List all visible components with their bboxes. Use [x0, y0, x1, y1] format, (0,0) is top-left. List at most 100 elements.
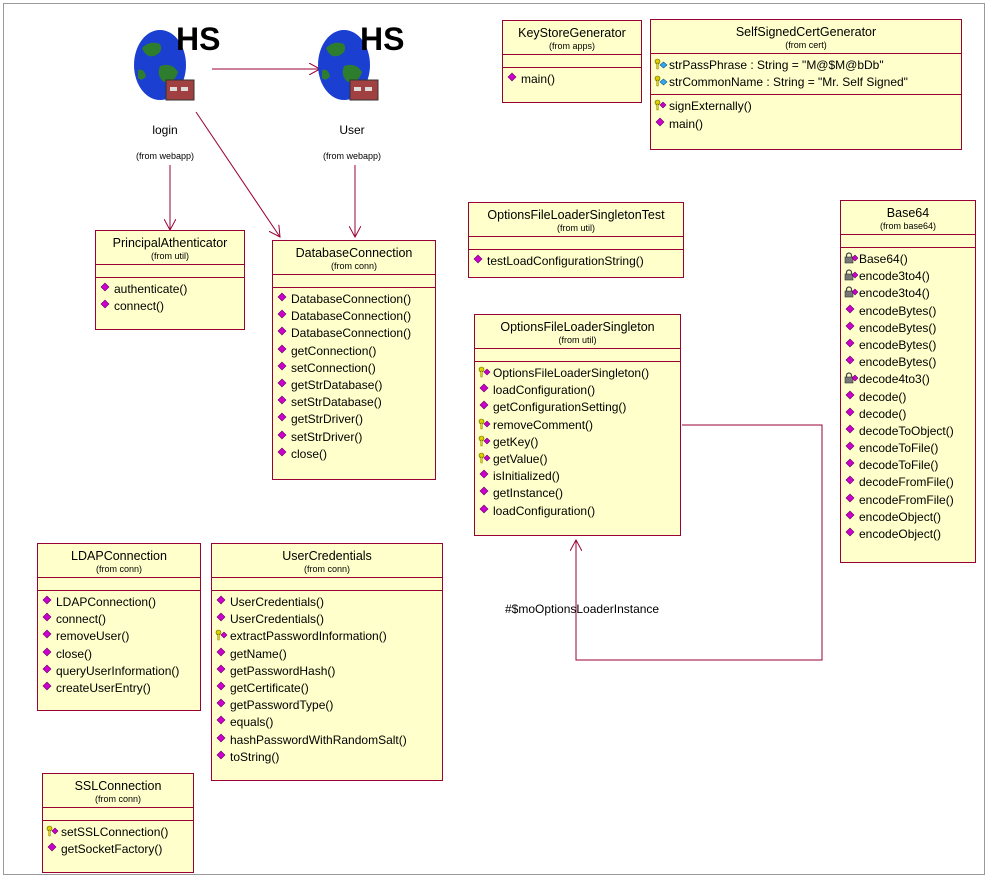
class-ldapconnection[interactable]: LDAPConnection(from conn)LDAPConnection(… [37, 543, 201, 711]
operation-row[interactable]: connect() [40, 611, 198, 628]
operation-row[interactable]: main() [505, 71, 639, 88]
operation-row[interactable]: encodeBytes() [843, 303, 973, 320]
operation-row[interactable]: getConnection() [275, 343, 433, 360]
operation-row[interactable]: testLoadConfigurationString() [471, 253, 681, 270]
operation-row[interactable]: setStrDatabase() [275, 394, 433, 411]
operation-row[interactable]: close() [40, 646, 198, 663]
operation-row[interactable]: getConfigurationSetting() [477, 399, 678, 416]
operation-compartment: Base64()encode3to4()encode3to4()encodeBy… [841, 248, 975, 546]
class-selfsignedcertgenerator[interactable]: SelfSignedCertGenerator(from cert)strPas… [650, 19, 962, 150]
operation-row[interactable]: toString() [214, 749, 440, 766]
operation-row[interactable]: setConnection() [275, 360, 433, 377]
class-base64[interactable]: Base64(from base64)Base64()encode3to4()e… [840, 200, 976, 563]
public-operation-icon [478, 383, 492, 395]
operation-row[interactable]: getCertificate() [214, 680, 440, 697]
hs-badge: HS [176, 21, 220, 57]
operation-text: getStrDatabase() [291, 377, 383, 392]
operation-row[interactable]: getStrDriver() [275, 411, 433, 428]
operation-text: queryUserInformation() [56, 663, 180, 678]
class-optionsfileloadersingletontest[interactable]: OptionsFileLoaderSingletonTest(from util… [468, 202, 684, 278]
operation-row[interactable]: decode() [843, 406, 973, 423]
operation-row[interactable]: extractPasswordInformation() [214, 628, 440, 645]
operation-row[interactable]: getKey() [477, 434, 678, 451]
operation-row[interactable]: DatabaseConnection() [275, 291, 433, 308]
actor-user-name: User [339, 123, 365, 137]
public-operation-icon [41, 647, 55, 659]
operation-row[interactable]: encodeObject() [843, 509, 973, 526]
operation-row[interactable]: equals() [214, 714, 440, 731]
class-sslconnection[interactable]: SSLConnection(from conn)setSSLConnection… [42, 773, 194, 873]
operation-row[interactable]: encodeBytes() [843, 354, 973, 371]
public-operation-icon [276, 361, 290, 373]
operation-row[interactable]: isInitialized() [477, 468, 678, 485]
operation-row[interactable]: UserCredentials() [214, 611, 440, 628]
operation-row[interactable]: createUserEntry() [40, 680, 198, 697]
operation-row[interactable]: getStrDatabase() [275, 377, 433, 394]
operation-row[interactable]: loadConfiguration() [477, 382, 678, 399]
operation-row[interactable]: setStrDriver() [275, 429, 433, 446]
operation-row[interactable]: setSSLConnection() [45, 824, 191, 841]
operation-row[interactable]: decode4to3() [843, 371, 973, 388]
operation-row[interactable]: getInstance() [477, 485, 678, 502]
operation-row[interactable]: getSocketFactory() [45, 841, 191, 858]
class-name: PrincipalAthenticator [112, 236, 228, 250]
operation-row[interactable]: getPasswordType() [214, 697, 440, 714]
operation-row[interactable]: removeUser() [40, 628, 198, 645]
class-usercredentials[interactable]: UserCredentials(from conn)UserCredential… [211, 543, 443, 781]
operation-row[interactable]: encodeObject() [843, 526, 973, 543]
public-operation-icon [215, 647, 229, 659]
actor-login[interactable]: HS login (from webapp) [120, 18, 230, 161]
class-package: (from conn) [303, 564, 350, 574]
operation-row[interactable]: encodeBytes() [843, 337, 973, 354]
operation-compartment: authenticate()connect() [96, 278, 244, 318]
operation-row[interactable]: LDAPConnection() [40, 594, 198, 611]
public-operation-icon [844, 527, 858, 539]
operation-row[interactable]: loadConfiguration() [477, 503, 678, 520]
operation-row[interactable]: close() [275, 446, 433, 463]
operation-row[interactable]: authenticate() [98, 281, 242, 298]
operation-row[interactable]: connect() [98, 298, 242, 315]
operation-text: testLoadConfigurationString() [487, 254, 644, 268]
operation-row[interactable]: queryUserInformation() [40, 663, 198, 680]
public-operation-icon [215, 612, 229, 624]
public-operation-icon [844, 475, 858, 487]
operation-row[interactable]: encode3to4() [843, 285, 973, 302]
class-principalathenticator[interactable]: PrincipalAthenticator(from util)authenti… [95, 230, 245, 330]
operation-row[interactable]: UserCredentials() [214, 594, 440, 611]
attribute-compartment [96, 265, 244, 278]
operation-row[interactable]: main() [653, 116, 959, 133]
operation-row[interactable]: signExternally() [653, 98, 959, 115]
operation-row[interactable]: encodeBytes() [843, 320, 973, 337]
operation-row[interactable]: OptionsFileLoaderSingleton() [477, 365, 678, 382]
class-optionsfileloadersingleton[interactable]: OptionsFileLoaderSingleton(from util)Opt… [474, 314, 681, 536]
class-name: Base64 [886, 206, 930, 220]
public-operation-icon [844, 390, 858, 402]
class-keystoregenerator[interactable]: KeyStoreGenerator(from apps)main() [502, 20, 642, 103]
operation-row[interactable]: decodeToObject() [843, 423, 973, 440]
operation-row[interactable]: getPasswordHash() [214, 663, 440, 680]
actor-login-name: login [152, 123, 178, 137]
public-operation-icon [276, 326, 290, 338]
operation-row[interactable]: encode3to4() [843, 268, 973, 285]
operation-row[interactable]: encodeFromFile() [843, 492, 973, 509]
operation-row[interactable]: removeComment() [477, 417, 678, 434]
operation-row[interactable]: hashPasswordWithRandomSalt() [214, 732, 440, 749]
operation-row[interactable]: DatabaseConnection() [275, 325, 433, 342]
operation-text: encodeBytes() [859, 303, 937, 318]
operation-row[interactable]: decodeToFile() [843, 457, 973, 474]
operation-row[interactable]: decode() [843, 389, 973, 406]
public-operation-icon [41, 612, 55, 624]
public-operation-icon [844, 338, 858, 350]
class-name: KeyStoreGenerator [518, 26, 626, 40]
operation-row[interactable]: getName() [214, 646, 440, 663]
class-databaseconnection[interactable]: DatabaseConnection(from conn)DatabaseCon… [272, 240, 436, 480]
actor-user[interactable]: HS User (from webapp) [304, 18, 414, 161]
operation-row[interactable]: getValue() [477, 451, 678, 468]
operation-row[interactable]: Base64() [843, 251, 973, 268]
operation-row[interactable]: DatabaseConnection() [275, 308, 433, 325]
attribute-row[interactable]: strCommonName : String = "Mr. Self Signe… [653, 74, 959, 91]
operation-row[interactable]: decodeFromFile() [843, 474, 973, 491]
public-operation-icon [276, 309, 290, 321]
attribute-row[interactable]: strPassPhrase : String = "M@$M@bDb" [653, 57, 959, 74]
operation-row[interactable]: encodeToFile() [843, 440, 973, 457]
